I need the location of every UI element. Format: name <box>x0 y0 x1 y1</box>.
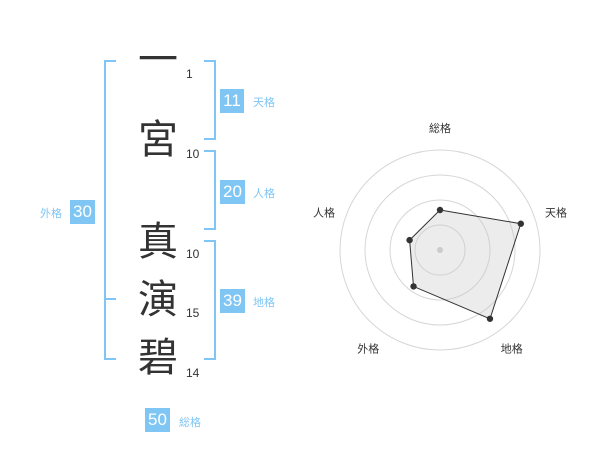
radar-point-3 <box>486 315 494 322</box>
radar-ring-1 <box>414 224 466 276</box>
chikaku-badge: 39 <box>220 289 245 313</box>
stroke-count-4: 15 <box>186 306 200 320</box>
chikaku-bracket <box>204 240 216 360</box>
radar-point-1 <box>436 206 444 214</box>
jinkaku-bracket <box>204 150 216 230</box>
stroke-count-2: 10 <box>186 147 200 161</box>
jinkaku-badge: 20 <box>220 180 245 204</box>
tenkaku-badge: 11 <box>220 89 244 113</box>
radar-point-2 <box>517 220 525 227</box>
gaikaku-divider <box>104 298 116 300</box>
radar-area <box>409 209 522 320</box>
chikaku-label: 地格 <box>253 296 275 309</box>
gaikaku-bracket <box>104 60 116 360</box>
stroke-count-3: 10 <box>186 247 200 261</box>
radar-label-3: 地格 <box>501 342 523 356</box>
soukaku-label: 総格 <box>179 416 201 429</box>
radar-center <box>437 247 443 253</box>
radar-label-4: 外格 <box>357 342 379 356</box>
soukaku-badge: 50 <box>145 408 170 432</box>
name-char-3: 真 <box>138 219 178 265</box>
radar-ring-4 <box>339 149 541 351</box>
name-char-5: 碧 <box>138 335 178 381</box>
radar-point-5 <box>406 236 413 244</box>
name-char-1: 一 <box>138 37 178 83</box>
name-char-2: 宮 <box>138 117 178 163</box>
radar-ring-2 <box>389 199 491 301</box>
radar-label-1: 総格 <box>429 121 451 135</box>
radar-ring-3 <box>364 174 516 326</box>
radar-label-2: 天格 <box>545 205 567 219</box>
gaikaku-label: 外格 <box>40 207 62 220</box>
stroke-count-1: 1 <box>186 67 193 81</box>
tenkaku-bracket <box>204 60 216 140</box>
gaikaku-badge: 30 <box>70 200 95 224</box>
jinkaku-label: 人格 <box>253 187 275 200</box>
name-char-4: 演 <box>138 277 178 323</box>
tenkaku-label: 天格 <box>253 96 275 109</box>
radar-label-5: 人格 <box>313 205 335 219</box>
radar-point-4 <box>410 283 417 290</box>
stroke-count-5: 14 <box>186 366 200 380</box>
